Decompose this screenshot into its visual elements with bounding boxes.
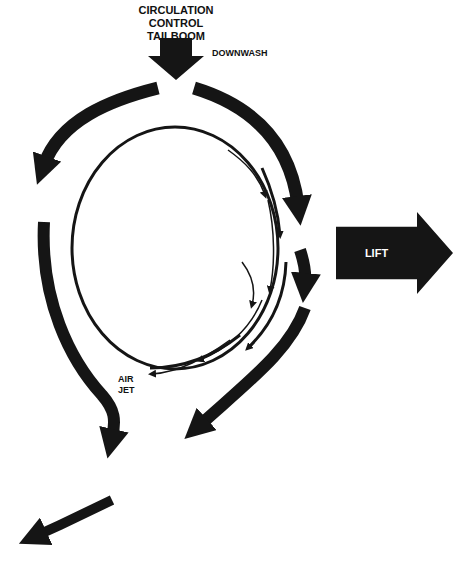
flow-arrow — [200, 308, 305, 425]
tailboom-section — [72, 127, 278, 369]
surface-flow — [262, 168, 280, 235]
flow-arrow — [44, 88, 158, 165]
flow-arrow — [44, 222, 114, 438]
surface-flow — [268, 200, 274, 290]
jet-label: AIR JET — [118, 374, 148, 396]
flow-label: DOWNWASH — [212, 48, 268, 59]
downwash-arrow — [148, 38, 204, 80]
air-jet-slot — [150, 335, 240, 368]
lift-arrow: LIFT — [336, 212, 453, 294]
lift-arrow-shape — [336, 212, 453, 294]
flow-arrow — [38, 500, 112, 535]
flow-arrow — [194, 88, 298, 205]
force-label: LIFT — [365, 247, 388, 259]
lift-arrow-body — [336, 212, 453, 294]
surface-flow — [242, 262, 254, 305]
air-jet — [152, 340, 230, 374]
surface-flow — [228, 150, 265, 195]
flow-arrow — [300, 250, 305, 282]
surface-flow — [200, 300, 262, 360]
surface-flow — [248, 262, 286, 348]
diagram-title: CIRCULATION CONTROL TAILBOOM — [120, 4, 232, 43]
